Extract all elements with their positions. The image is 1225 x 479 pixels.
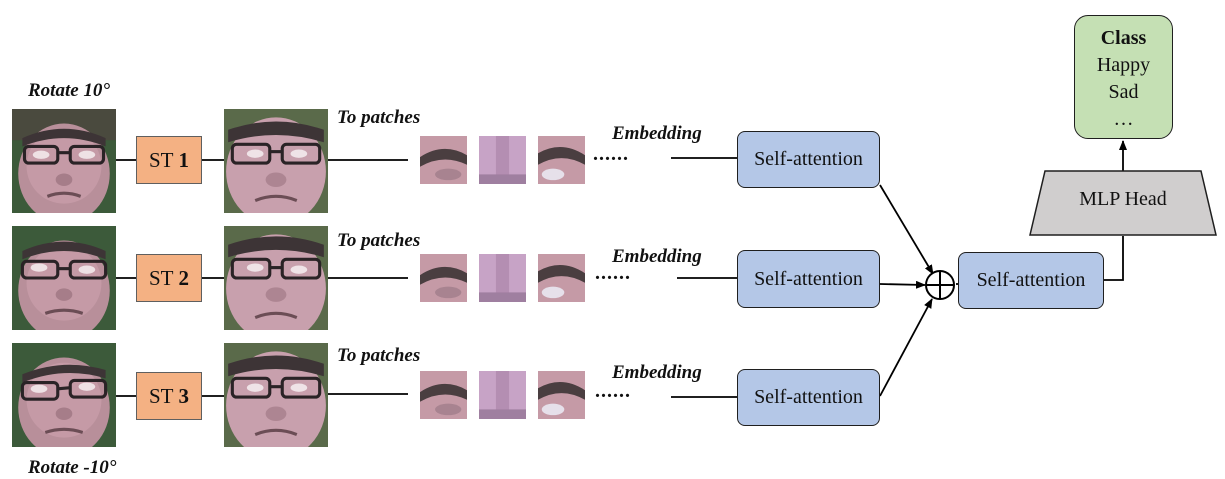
embedding-label-1: Embedding: [612, 123, 702, 144]
transformed-face-2: [224, 226, 328, 330]
patch-1-a: [420, 136, 467, 184]
mlp-head-shape: [1029, 170, 1217, 236]
patch-3-b: [479, 371, 526, 419]
arrow-attn1-to-fusion: [879, 184, 934, 275]
class-item-ellipsis: …: [1113, 108, 1134, 130]
transformed-face-3: [224, 343, 328, 447]
fusion-self-attention: Self-attention: [958, 252, 1104, 309]
arrow-attn3-to-fusion: [879, 298, 933, 397]
self-attention-3: Self-attention: [737, 369, 880, 426]
patch-3-c: [538, 371, 585, 419]
embedding-label-3: Embedding: [612, 362, 702, 383]
class-item-happy: Happy: [1096, 54, 1151, 76]
patch-1-c: [538, 136, 585, 184]
rotate-top-label: Rotate 10°: [28, 80, 111, 101]
input-face-2: [12, 226, 116, 330]
self-attention-1: Self-attention: [737, 131, 880, 188]
input-face-3: [12, 343, 116, 447]
to-patches-label-3: To patches: [337, 345, 421, 366]
mlp-head-label: MLP Head: [1079, 188, 1167, 210]
ellipsis-dots-2: ......: [595, 262, 631, 284]
class-output-box: Class Happy Sad …: [1074, 15, 1173, 139]
patch-2-c: [538, 254, 585, 302]
patch-1-b: [479, 136, 526, 184]
st-number: 3: [178, 383, 190, 408]
arrow-attn2-to-fusion: [879, 280, 926, 289]
embedding-label-2: Embedding: [612, 246, 702, 267]
ellipsis-dots-3: ......: [595, 380, 631, 402]
self-attention-2: Self-attention: [737, 250, 880, 308]
class-item-sad: Sad: [1108, 81, 1139, 103]
st-number: 1: [178, 147, 190, 172]
rotate-bottom-label: Rotate -10°: [28, 457, 117, 478]
to-patches-label-1: To patches: [337, 107, 421, 128]
st-number: 2: [178, 265, 190, 290]
input-face-1: [12, 109, 116, 213]
fusion-plus-icon: [925, 270, 955, 300]
st-prefix: ST: [148, 147, 174, 172]
to-patches-label-2: To patches: [337, 230, 421, 251]
class-title: Class: [1100, 27, 1147, 49]
transformed-face-1: [224, 109, 328, 213]
patch-2-a: [420, 254, 467, 302]
line-attention-to-head: [1104, 236, 1124, 281]
ellipsis-dots-1: ......: [593, 143, 629, 165]
st-prefix: ST: [148, 383, 174, 408]
patch-3-a: [420, 371, 467, 419]
st-prefix: ST: [148, 265, 174, 290]
patch-2-b: [479, 254, 526, 302]
